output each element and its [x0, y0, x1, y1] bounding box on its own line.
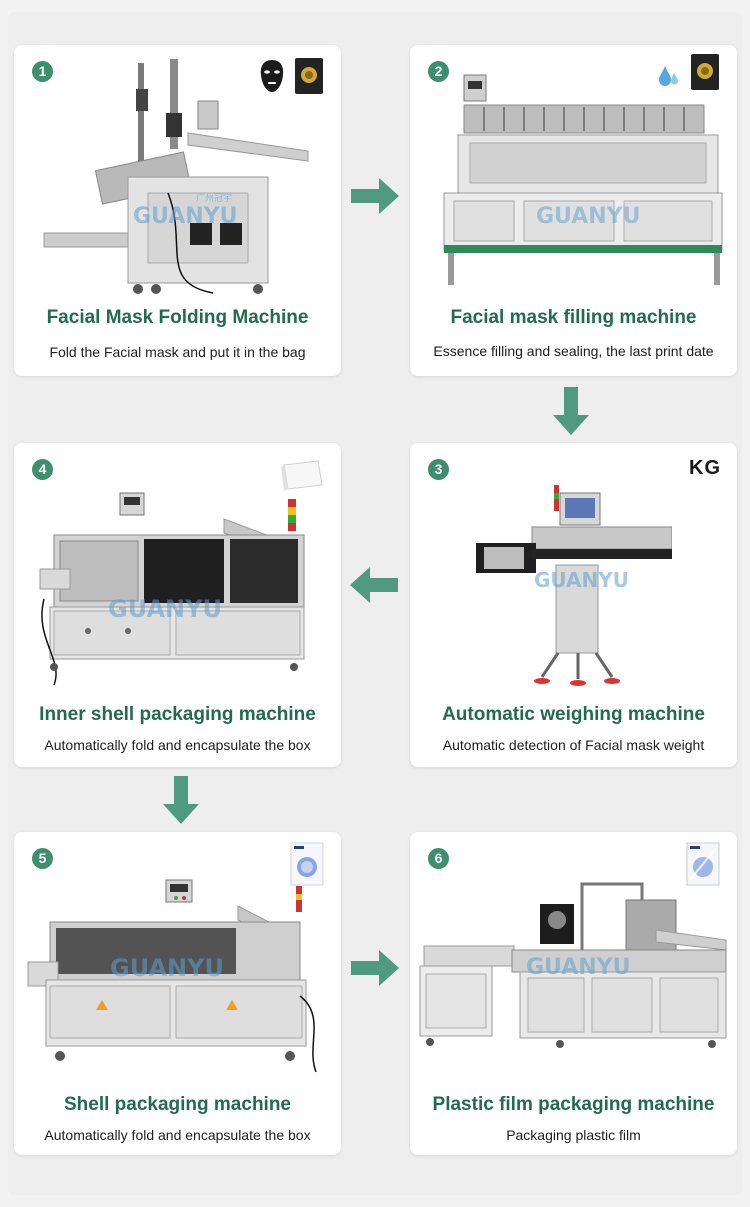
step-card-3: 3 KG GUANYU Automatic wei: [410, 443, 737, 767]
svg-text:GUANYU: GUANYU: [110, 954, 224, 982]
arrow-left-icon: [350, 567, 398, 608]
step-desc-2: Essence filling and sealing, the last pr…: [433, 343, 714, 359]
folding-machine-image: GUANYU 广州冠宇: [38, 53, 328, 308]
step-title-5: Shell packaging machine: [63, 1094, 292, 1115]
step-title-4: Inner shell packaging machine: [39, 704, 316, 725]
step-number-6: 6: [428, 848, 449, 869]
white-box-icon: [280, 457, 324, 498]
mask-pouch-icon: [690, 53, 720, 96]
step-title-6: Plastic film packaging machine: [432, 1094, 715, 1115]
arrow-right-icon: [351, 950, 399, 991]
watermark-cn: 广州冠宇: [196, 192, 232, 203]
kg-badge: KG: [689, 457, 721, 479]
step-desc-4: Automatically fold and encapsulate the b…: [44, 737, 311, 753]
step-card-2: 2: [410, 45, 737, 376]
svg-text:GUANYU: GUANYU: [526, 955, 630, 980]
weighing-machine-image: GUANYU: [472, 483, 673, 692]
step-number-2: 2: [428, 61, 449, 82]
filling-machine-image: GUANYU: [424, 71, 724, 296]
svg-text:GUANYU: GUANYU: [534, 568, 629, 592]
step-number-1: 1: [32, 61, 53, 82]
step-title-2: Facial mask filling machine: [450, 307, 697, 328]
step-card-5: 5: [14, 832, 341, 1155]
step-number-5: 5: [32, 848, 53, 869]
arrow-right-icon: [351, 178, 399, 219]
step-title-1: Facial Mask Folding Machine: [46, 307, 309, 328]
step-desc-1: Fold the Facial mask and put it in the b…: [49, 344, 306, 360]
film-packaging-machine-image: GUANYU: [416, 880, 734, 1063]
arrow-down-icon: [163, 776, 199, 829]
wrapped-box-icon: [686, 842, 720, 891]
step-card-6: 6: [410, 832, 737, 1155]
mask-pouch-icon: [294, 57, 324, 100]
step-title-3: Automatic weighing machine: [442, 704, 705, 725]
step-desc-3: Automatic detection of Facial mask weigh…: [442, 737, 705, 753]
inner-shell-machine-image: GUANYU: [24, 489, 334, 694]
step-number-4: 4: [32, 459, 53, 480]
water-drop-icon: [658, 65, 680, 96]
svg-text:GUANYU: GUANYU: [108, 595, 222, 623]
watermark-brand: GUANYU: [133, 204, 237, 229]
step-desc-5: Automatically fold and encapsulate the b…: [44, 1127, 311, 1143]
svg-text:GUANYU: GUANYU: [536, 204, 640, 229]
step-card-1: 1: [14, 45, 341, 376]
shell-machine-image: GUANYU: [26, 876, 336, 1079]
mask-box-icon: [290, 842, 324, 891]
arrow-down-icon: [553, 387, 589, 440]
face-mask-icon: [258, 59, 286, 98]
step-number-3: 3: [428, 459, 449, 480]
step-desc-6: Packaging plastic film: [506, 1127, 641, 1143]
step-card-4: 4: [14, 443, 341, 767]
